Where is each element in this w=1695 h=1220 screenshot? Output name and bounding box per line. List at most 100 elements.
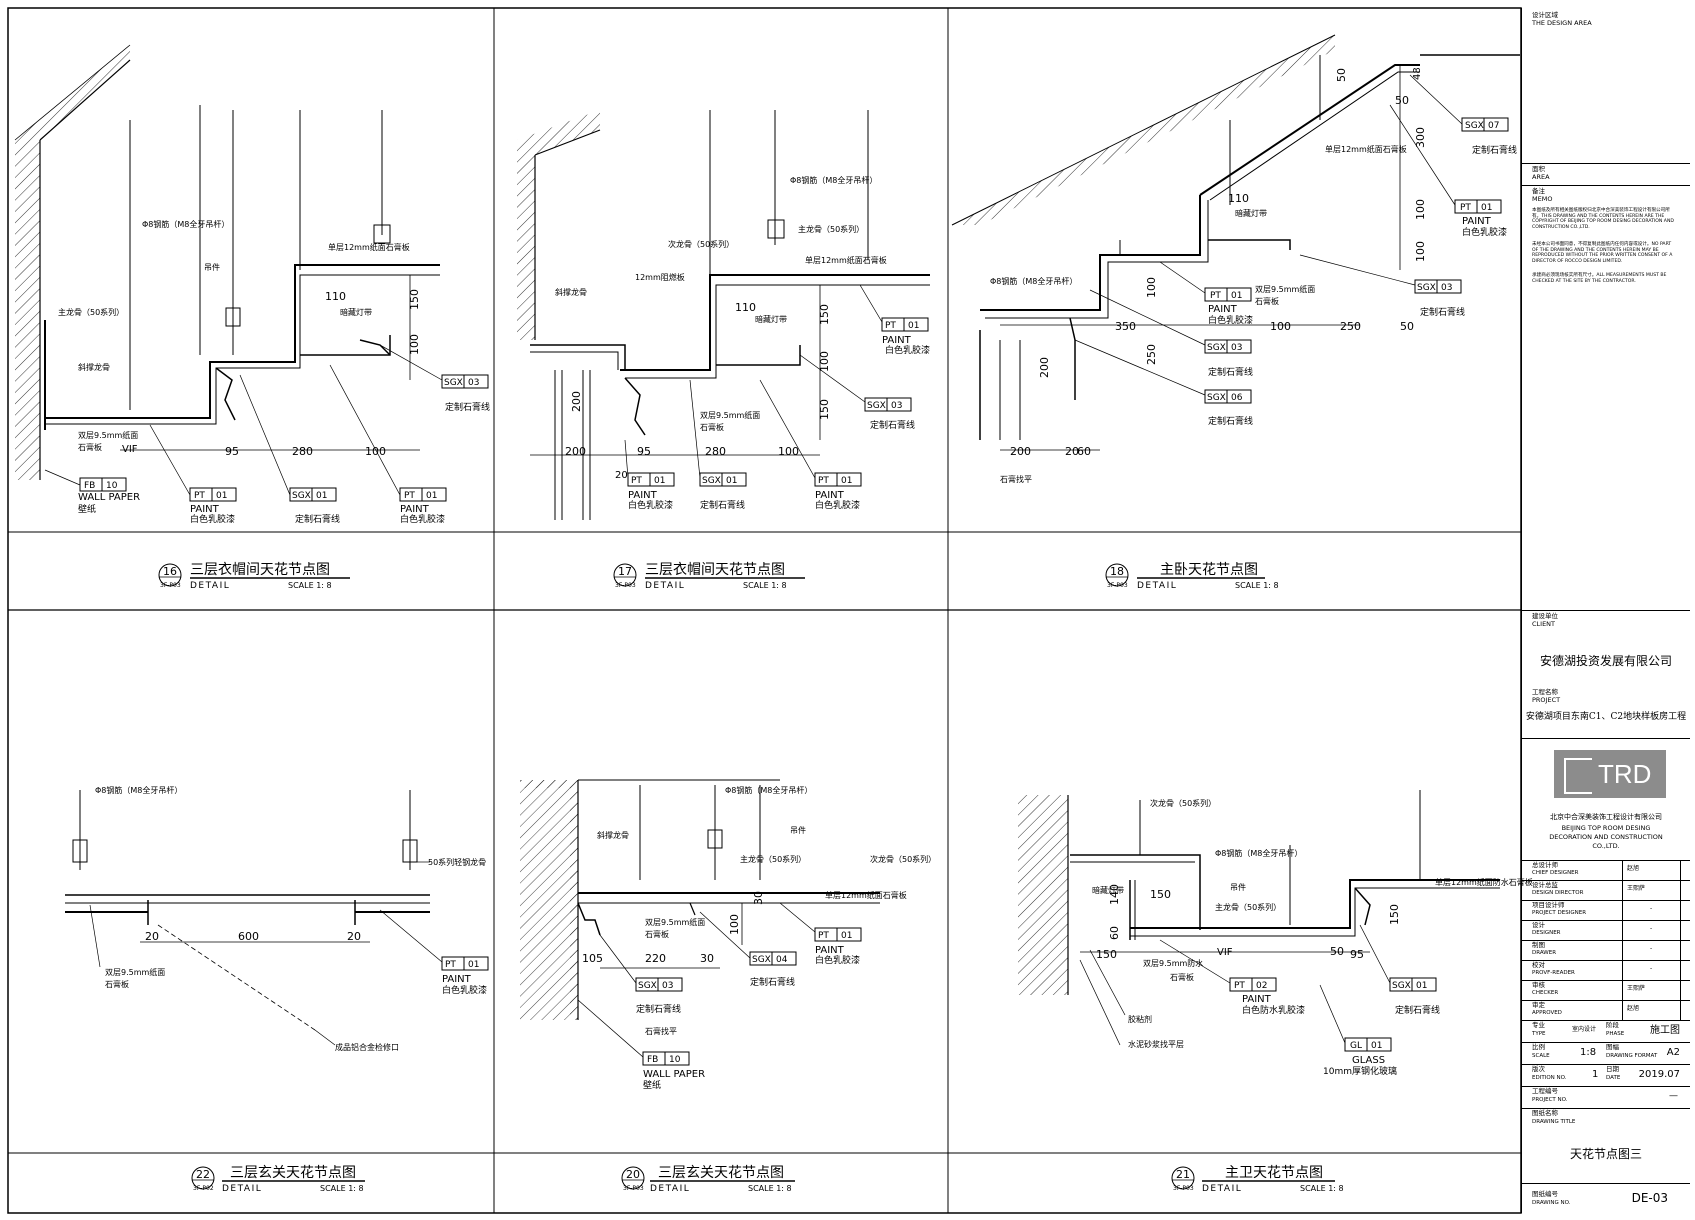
tag-code: SGX (444, 378, 463, 388)
tag-num: 03 (1231, 343, 1242, 353)
note: 白色乳胶漆 (442, 984, 487, 996)
tag-code: PT (404, 491, 415, 501)
note: PAINT (1462, 216, 1492, 227)
dim-label: 20 (615, 470, 628, 481)
detail-word: DETAIL (1137, 581, 1177, 591)
note: 石膏板 (700, 422, 724, 432)
note: 定制石膏线 (1208, 366, 1253, 378)
detail-22: 20 600 20 Φ8钢筋（M8全牙吊杆） 50系列轻钢龙骨 双层9.5mm纸… (65, 785, 489, 1194)
dim-label: 30 (700, 952, 714, 965)
dim-label: 100 (1414, 241, 1427, 262)
detail-number: 16 (163, 565, 177, 578)
dim-label: 150 (818, 304, 831, 325)
note: 石膏找平 (1000, 474, 1032, 484)
project-no-row: 工程编号 PROJECT NO. — (1522, 1086, 1690, 1109)
dim-label: 250 (1145, 344, 1158, 365)
dim-label: 110 (735, 301, 756, 314)
note: VIF (1217, 947, 1233, 958)
dim-label: 200 (1010, 445, 1031, 458)
detail-20: 105 220 30 100 30 Φ8钢筋（M8全牙吊杆） 吊件 斜撑龙骨 主… (520, 779, 936, 1194)
detail-scale: SCALE 1: 8 (288, 581, 332, 590)
dim-label: 20 (145, 930, 159, 943)
note: 吊件 (204, 262, 220, 272)
detail-number: 18 (1110, 565, 1124, 578)
note: 定制石膏线 (1208, 415, 1253, 427)
tag-code: SGX (752, 955, 771, 965)
note: PAINT (1208, 304, 1238, 315)
tag-code: SGX (702, 476, 721, 486)
note: WALL PAPER (78, 492, 140, 503)
dim-label: 250 (1340, 320, 1361, 333)
dim-label: 95 (1350, 948, 1364, 961)
detail-bubble (1105, 563, 1129, 587)
client-label-en: CLIENT (1532, 620, 1556, 628)
tag-num: 01 (216, 491, 227, 501)
drawing-title: 天花节点图三 (1569, 1147, 1642, 1161)
title-block: 设计区域 THE DESIGN AREA 面积 AREA 备注 MEMO 本图纸… (1521, 8, 1690, 1213)
note: 次龙骨（50系列） (1150, 798, 1216, 808)
dim-label: 100 (1414, 199, 1427, 220)
note: 壁纸 (78, 503, 96, 515)
dim-label: 280 (292, 445, 313, 458)
note: PAINT (442, 974, 472, 985)
tag-num: 03 (468, 378, 479, 388)
detail-title: 三层衣帽间天花节点图 (645, 562, 785, 578)
dim-label: 100 (728, 914, 741, 935)
tag-code: SGX (1417, 283, 1436, 293)
note: 水泥砂浆找平层 (1128, 1039, 1184, 1049)
note: 暗藏灯带 (340, 307, 372, 317)
note: 定制石膏线 (700, 499, 745, 511)
note: Φ8钢筋（M8全牙吊杆） (790, 175, 877, 185)
note: 定制石膏线 (750, 976, 795, 988)
detail-bubble (621, 1166, 645, 1190)
dim-label: 200 (570, 391, 583, 412)
tag-code: PT (885, 321, 896, 331)
note: 次龙骨（50系列） (870, 854, 936, 864)
tag-code: SGX (292, 491, 311, 501)
tag-code: PT (818, 476, 829, 486)
dim-label: 110 (325, 290, 346, 303)
detail-title: 三层衣帽间天花节点图 (190, 562, 330, 578)
detail-bubble (191, 1166, 215, 1190)
tag-code: PT (631, 476, 642, 486)
note: Φ8钢筋（M8全牙吊杆） (95, 785, 182, 795)
note: 暗藏灯带 (1092, 885, 1124, 895)
dim-label: 100 (408, 334, 421, 355)
dim-label: 200 (1038, 357, 1051, 378)
design-area-label-en: THE DESIGN AREA (1532, 19, 1592, 27)
tag-num: 03 (1441, 283, 1452, 293)
tag-num: 01 (908, 321, 919, 331)
note: 白色防水乳胶漆 (1242, 1004, 1305, 1016)
memo-text-3: 承建商必须现场核实所有尺寸。ALL MEASUREMENTS MUST BE C… (1532, 273, 1667, 284)
tag-num: 06 (1231, 393, 1243, 403)
dim-label: 50 (1335, 68, 1348, 82)
note: Φ8钢筋（M8全牙吊杆） (725, 785, 812, 795)
note: 主龙骨（50系列） (740, 854, 806, 864)
dim-label: 220 (645, 952, 666, 965)
company-logo: TRD (1554, 750, 1666, 798)
note: 暗藏灯带 (755, 314, 787, 324)
note: WALL PAPER (643, 1069, 705, 1080)
note: 胶粘剂 (1128, 1014, 1152, 1024)
detail-number: 20 (626, 1168, 640, 1181)
note: 双层9.5mm纸面 (645, 917, 705, 927)
tag-code: PT (194, 491, 205, 501)
note: 吊件 (1230, 882, 1246, 892)
note: 定制石膏线 (295, 513, 340, 525)
dim-label: 280 (705, 445, 726, 458)
note: 斜撑龙骨 (78, 362, 110, 372)
note: 定制石膏线 (1395, 1004, 1440, 1016)
tag-num: 10 (106, 481, 118, 491)
detail-bubble (1171, 1166, 1195, 1190)
memo-text-1: 本图纸及所有相关图纸版权归北京中合深美装饰工程设计有限公司所有。THIS DRA… (1532, 208, 1674, 231)
dim-label: 105 (582, 952, 603, 965)
tag-num: 01 (1231, 291, 1242, 301)
note: 白色乳胶漆 (815, 499, 860, 511)
dim-label: 150 (1150, 888, 1171, 901)
tag-code: GL (1350, 1041, 1362, 1051)
tag-num: 01 (426, 491, 437, 501)
tag-code: SGX (1392, 981, 1411, 991)
